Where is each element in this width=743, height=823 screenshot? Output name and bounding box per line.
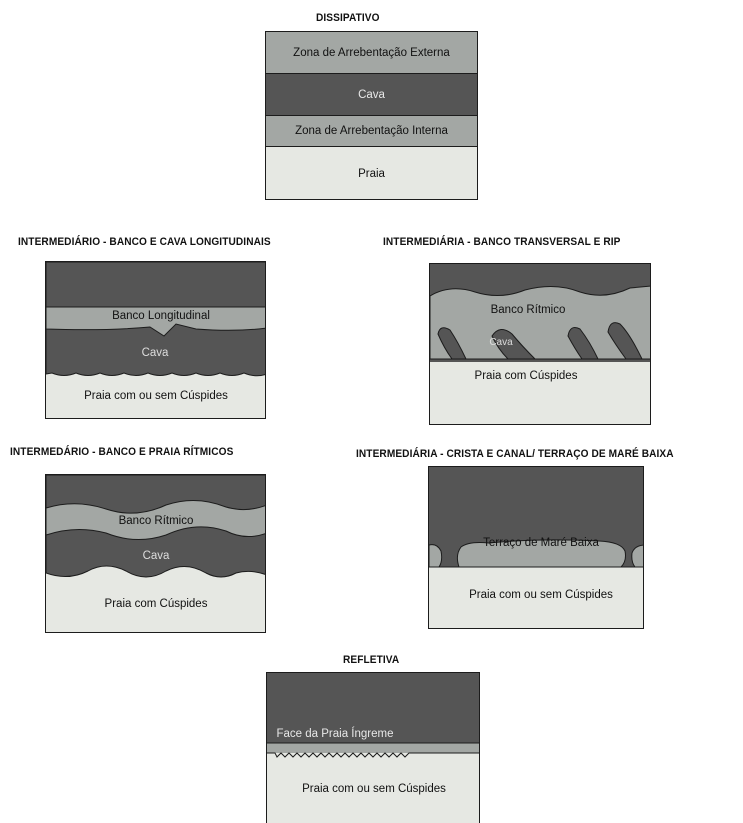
crista-canal-title: INTERMEDIÁRIA - CRISTA E CANAL/ TERRAÇO … <box>356 448 674 460</box>
banco-cava-panel: Banco Longitudinal Cava Praia com ou sem… <box>45 261 266 419</box>
dissipativo-title: DISSIPATIVO <box>316 12 380 24</box>
transversal-rip-bar-label: Banco Rítmico <box>490 304 566 316</box>
banco-cava-drawing <box>46 262 265 418</box>
praia-ritmicos-bar-label: Banco Rítmico <box>118 515 194 527</box>
zone-beach: Praia <box>266 147 477 199</box>
refletiva-beach-label: Praia com ou sem Cúspides <box>302 783 446 795</box>
zone-outer-surf: Zona de Arrebentação Externa <box>266 32 477 74</box>
banco-cava-trough-label: Cava <box>141 347 169 359</box>
refletiva-title: REFLETIVA <box>343 654 400 666</box>
crista-canal-beach-label: Praia com ou sem Cúspides <box>469 589 613 601</box>
banco-cava-beach-label: Praia com ou sem Cúspides <box>84 390 228 402</box>
banco-cava-title: INTERMEDIÁRIO - BANCO E CAVA LONGITUDINA… <box>18 236 271 248</box>
praia-ritmicos-beach-label: Praia com Cúspides <box>104 598 208 610</box>
refletiva-face-label: Face da Praia Íngreme <box>276 728 394 740</box>
praia-ritmicos-trough-label: Cava <box>142 550 170 562</box>
transversal-rip-title: INTERMEDIÁRIA - BANCO TRANSVERSAL E RIP <box>383 236 621 248</box>
zone-inner-surf: Zona de Arrebentação Interna <box>266 116 477 147</box>
refletiva-panel: Face da Praia Íngreme Praia com ou sem C… <box>266 672 480 823</box>
dissipativo-panel: Zona de Arrebentação Externa Cava Zona d… <box>265 31 478 200</box>
crista-canal-terrace-label: Terraço de Maré Baixa <box>483 537 599 549</box>
transversal-rip-trough-label: Cava <box>489 337 513 348</box>
transversal-rip-panel: Banco Rítmico Cava Praia com Cúspides <box>429 263 651 425</box>
banco-cava-bar-label: Banco Longitudinal <box>112 310 210 322</box>
transversal-rip-beach-label: Praia com Cúspides <box>474 370 578 382</box>
transversal-rip-drawing <box>430 264 650 424</box>
praia-ritmicos-title: INTERMEDÁRIO - BANCO E PRAIA RÍTMICOS <box>10 446 234 458</box>
praia-ritmicos-panel: Banco Rítmico Cava Praia com Cúspides <box>45 474 266 633</box>
praia-ritmicos-drawing <box>46 475 265 632</box>
crista-canal-panel: Terraço de Maré Baixa Praia com ou sem C… <box>428 466 644 629</box>
crista-canal-drawing <box>429 467 643 628</box>
zone-trough: Cava <box>266 74 477 116</box>
refletiva-drawing <box>267 673 479 823</box>
